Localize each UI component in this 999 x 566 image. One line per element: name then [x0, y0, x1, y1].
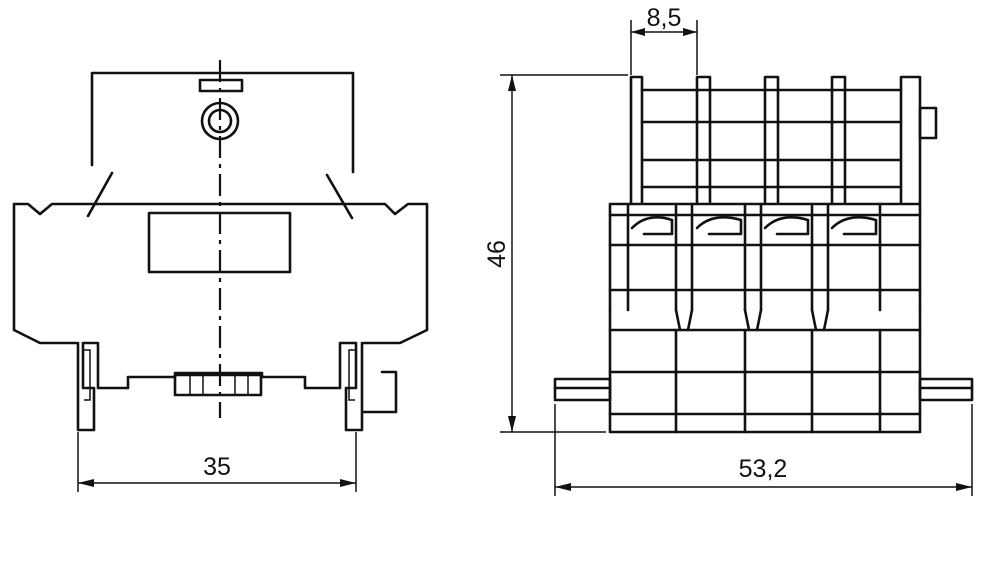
front-cover-outline: [90, 71, 355, 174]
dimension-35-label: 35: [203, 453, 231, 481]
din-rail: [553, 377, 974, 402]
dimension-8-5-label: 8,5: [647, 4, 682, 32]
clamp-section: [608, 202, 922, 312]
rail-foot: [173, 373, 263, 397]
base-section: [608, 308, 922, 434]
front-view: 35: [12, 60, 429, 492]
dimension-53-2-label: 53,2: [739, 455, 788, 483]
terminal-columns: [629, 75, 938, 205]
front-body-outline: [12, 202, 429, 432]
dimension-46-label: 46: [483, 240, 511, 268]
side-view: 8,5 46 53,2: [483, 4, 974, 496]
